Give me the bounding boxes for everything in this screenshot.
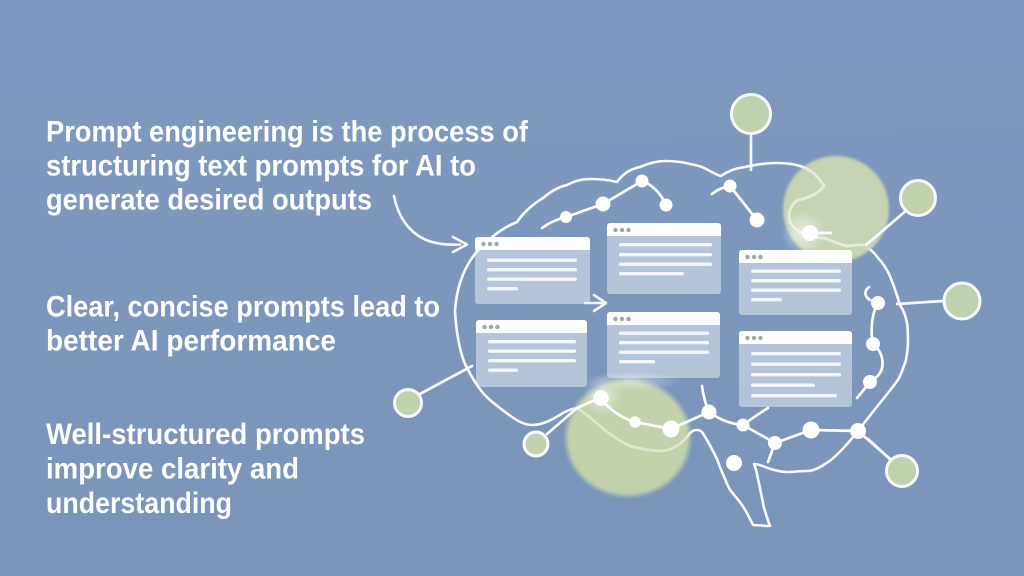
svg-text:improve clarity and: improve clarity and <box>46 453 299 486</box>
svg-text:Prompt engineering is the proc: Prompt engineering is the process of <box>46 116 528 149</box>
svg-text:understanding: understanding <box>46 487 232 520</box>
svg-text:generate desired outputs: generate desired outputs <box>46 184 372 217</box>
svg-text:Well-structured prompts: Well-structured prompts <box>46 418 365 451</box>
svg-text:better AI performance: better AI performance <box>46 325 336 358</box>
svg-text:Clear, concise prompts lead to: Clear, concise prompts lead to <box>46 291 440 324</box>
svg-text:structuring text prompts for A: structuring text prompts for AI to <box>46 150 476 183</box>
